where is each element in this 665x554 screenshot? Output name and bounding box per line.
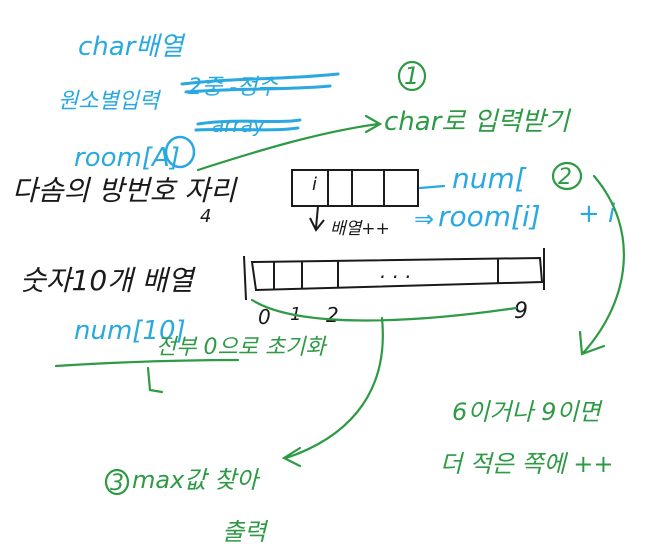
strike-2a xyxy=(196,118,302,126)
small-room-array xyxy=(291,169,419,232)
big-array-left-edge xyxy=(243,255,247,301)
note-room-index: room[i] xyxy=(438,200,541,233)
green-notes-group: char로 입력받기 1 2 전부 0으로 초기화 6이거나 9이면 더 적은 … xyxy=(110,62,614,546)
note-output: 출력 xyxy=(222,518,269,546)
small-array-cell-mark: i xyxy=(312,174,317,195)
small-array-down-arrow xyxy=(309,205,325,232)
note-array-plus-plus: 배열++ xyxy=(330,219,390,239)
note-fewer-plus: 더 적은 쪽에 ++ xyxy=(440,450,614,478)
note-num-label: num[ xyxy=(452,162,527,195)
big-array-border xyxy=(250,256,544,292)
arrow-glyph: ⇒ xyxy=(414,205,434,233)
arrow-step2-head xyxy=(578,330,606,356)
index-2: 2 xyxy=(326,303,339,327)
note-struck-line-2: array xyxy=(212,113,266,137)
note-room-label: room[A] xyxy=(74,143,180,173)
circled-step-2: 2 xyxy=(558,165,572,190)
arrow-array-to-num xyxy=(418,184,446,190)
circle-around-a xyxy=(164,135,196,169)
room-letter-circle xyxy=(164,135,196,169)
arrow-to-char-input-head xyxy=(364,114,383,134)
big-array-ellipsis: . . . xyxy=(380,259,412,283)
blue-arrows-group xyxy=(418,184,446,190)
arrow-to-max-head xyxy=(281,446,302,468)
note-per-element-input: 원소별입력 xyxy=(58,89,162,114)
circled-step-3: 3 xyxy=(110,471,124,496)
note-char-input: char로 입력받기 xyxy=(384,107,571,137)
arrow-to-char-input xyxy=(196,122,380,172)
strike-1b xyxy=(184,84,332,94)
note-init-zero: 전부 0으로 초기화 xyxy=(156,335,327,360)
circle-step-3 xyxy=(104,468,130,496)
note-count-array: 숫자10개 배열 xyxy=(20,264,196,297)
circle-step-2 xyxy=(551,161,583,191)
strike-1a xyxy=(180,72,340,86)
blue-strike-scribbles xyxy=(180,72,340,132)
arrow-to-max xyxy=(284,316,384,460)
note-char-array: char배열 xyxy=(78,32,185,62)
title-room-number-digits: 다솜의 방번호 자리 xyxy=(12,174,238,207)
circled-step-1: 1 xyxy=(404,62,419,90)
arrow-step2-to-six-nine xyxy=(582,174,625,354)
underline-num10 xyxy=(54,358,240,368)
digit-under: 4 xyxy=(200,206,211,227)
note-num10: num[10] xyxy=(74,316,186,346)
big-count-array xyxy=(243,248,545,301)
black-notes-group: 다솜의 방번호 자리 4 i 배열++ 숫자10개 배열 . . . 0 1 2… xyxy=(12,174,528,329)
green-strokes-group xyxy=(54,60,625,496)
index-9: 9 xyxy=(514,299,528,324)
strike-2b xyxy=(194,126,300,132)
note-find-max: max값 찾아 xyxy=(132,466,261,494)
circle-step-1 xyxy=(397,60,427,92)
index-0: 0 xyxy=(258,305,271,329)
elbow-to-init xyxy=(146,366,164,394)
green-under-array-curve xyxy=(250,298,518,322)
note-plus-i: + i xyxy=(578,199,616,229)
small-array-border xyxy=(291,169,419,207)
note-six-or-nine: 6이거나 9이면 xyxy=(452,398,603,426)
